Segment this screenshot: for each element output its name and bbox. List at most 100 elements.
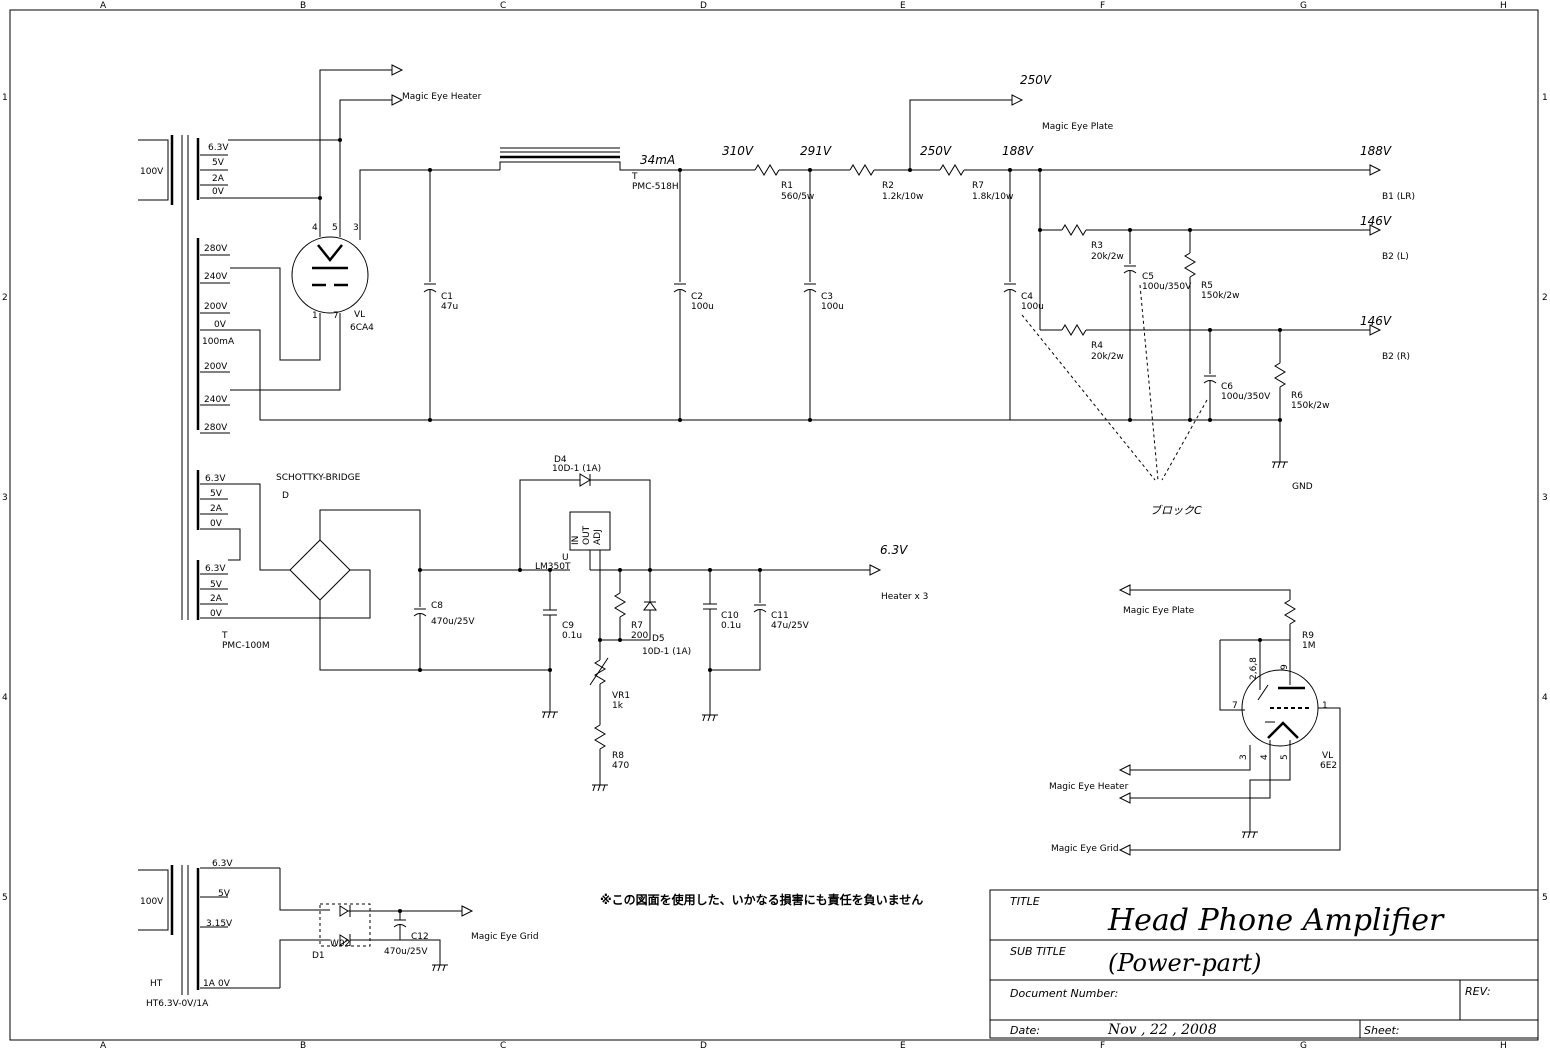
svg-text:240V: 240V: [204, 395, 228, 405]
voltage-146-r: 146V: [1360, 314, 1392, 328]
svg-text:B2 (R): B2 (R): [1382, 352, 1410, 362]
voltage-188-out: 188V: [1360, 144, 1392, 158]
svg-text:Document Number:: Document Number:: [1010, 987, 1118, 1000]
svg-text:C: C: [500, 1041, 506, 1050]
svg-text:5V: 5V: [212, 158, 225, 168]
svg-text:0V: 0V: [210, 519, 223, 529]
svg-text:H: H: [1500, 1, 1507, 11]
svg-text:2A: 2A: [210, 504, 223, 514]
svg-text:47u/25V: 47u/25V: [771, 621, 810, 631]
svg-text:C: C: [500, 1, 506, 11]
svg-text:4: 4: [312, 223, 318, 233]
svg-text:9: 9: [1280, 664, 1290, 670]
svg-text:6.3V: 6.3V: [208, 143, 229, 153]
svg-text:T: T: [631, 172, 638, 182]
subtitle-text: (Power-part): [1108, 949, 1261, 977]
svg-text:1: 1: [1322, 701, 1328, 711]
svg-text:3: 3: [353, 223, 359, 233]
magic-eye-6e2: 2,6,8 9 7 1 3 4 5: [1118, 584, 1341, 856]
voltage-250: 250V: [920, 144, 952, 158]
svg-text:2A: 2A: [210, 594, 223, 604]
svg-text:200V: 200V: [204, 302, 228, 312]
block-c-label: ブロックC: [1150, 504, 1202, 517]
svg-text:ADJ: ADJ: [593, 529, 603, 545]
svg-text:IN: IN: [571, 536, 581, 545]
svg-text:200V: 200V: [204, 362, 228, 372]
svg-text:HT6.3V-0V/1A: HT6.3V-0V/1A: [146, 999, 209, 1009]
svg-text:5: 5: [1280, 754, 1290, 760]
svg-text:1.2k/10w: 1.2k/10w: [882, 192, 923, 202]
svg-text:R8: R8: [612, 751, 624, 761]
svg-text:0V: 0V: [214, 320, 227, 330]
row-labels-left: 1 2 3 4 5: [2, 93, 8, 903]
choke-pmc518h: T PMC-518H 34mA: [499, 147, 740, 192]
svg-text:Sheet:: Sheet:: [1364, 1024, 1400, 1037]
drawing-frame: [9, 9, 1539, 1041]
svg-text:C6: C6: [1221, 382, 1233, 392]
heater-output-voltage: 6.3V: [880, 543, 908, 557]
svg-text:0.1u: 0.1u: [721, 621, 741, 631]
voltage-250-top: 250V: [1020, 73, 1052, 87]
svg-text:VR1: VR1: [612, 691, 630, 701]
svg-text:B: B: [300, 1041, 306, 1050]
svg-text:2: 2: [1542, 293, 1548, 303]
svg-text:D4: D4: [554, 455, 567, 465]
svg-text:1k: 1k: [612, 701, 624, 711]
svg-text:0V: 0V: [212, 187, 225, 197]
svg-text:7: 7: [333, 311, 339, 321]
svg-text:R1: R1: [781, 181, 793, 191]
svg-text:20k/2w: 20k/2w: [1091, 252, 1124, 262]
svg-text:Magic Eye Grid: Magic Eye Grid: [471, 932, 539, 942]
svg-text:F: F: [1100, 1, 1105, 11]
svg-text:PMC-518H: PMC-518H: [632, 182, 679, 192]
svg-text:0V: 0V: [210, 609, 223, 619]
svg-text:3: 3: [2, 493, 8, 503]
svg-text:200: 200: [631, 631, 648, 641]
svg-text:6.3V: 6.3V: [212, 859, 233, 869]
row-labels-right: 1 2 3 4 5: [1542, 93, 1548, 903]
svg-text:2: 2: [2, 293, 8, 303]
svg-text:470u/25V: 470u/25V: [384, 947, 428, 957]
svg-text:VL: VL: [354, 310, 365, 320]
svg-text:C11: C11: [771, 611, 789, 621]
svg-text:5V: 5V: [210, 489, 223, 499]
svg-text:560/5w: 560/5w: [781, 192, 814, 202]
svg-text:R7: R7: [631, 621, 643, 631]
svg-text:1: 1: [1542, 93, 1548, 103]
svg-text:R7: R7: [972, 181, 984, 191]
svg-text:Date:: Date:: [1010, 1024, 1040, 1037]
svg-text:Magic Eye Grid: Magic Eye Grid: [1051, 844, 1119, 854]
rectifier-tube-6ca4: 4 5 3 1 7 VL 6CA4: [291, 223, 374, 333]
date-text: Nov , 22 , 2008: [1107, 1022, 1217, 1038]
column-labels-bottom: A B C D E F G H: [100, 1041, 1507, 1050]
svg-text:7: 7: [1232, 701, 1238, 711]
svg-text:100V: 100V: [140, 167, 164, 177]
svg-text:4: 4: [2, 693, 8, 703]
title-text: Head Phone Amplifier: [1107, 903, 1445, 938]
svg-text:5V: 5V: [210, 580, 223, 590]
svg-text:D5: D5: [652, 634, 665, 644]
svg-text:H: H: [1500, 1041, 1507, 1050]
svg-text:470u/25V: 470u/25V: [431, 617, 475, 627]
svg-text:D1: D1: [312, 951, 325, 961]
svg-text:1.8k/10w: 1.8k/10w: [972, 192, 1013, 202]
svg-text:Heater x 3: Heater x 3: [881, 592, 928, 602]
svg-text:C9: C9: [562, 621, 574, 631]
svg-text:R4: R4: [1091, 341, 1103, 351]
disclaimer-text: ※この図面を使用した、いかなる損害にも責任を負いません: [600, 892, 923, 907]
svg-text:HT: HT: [150, 979, 163, 989]
svg-text:100mA: 100mA: [202, 337, 235, 347]
svg-text:B2 (L): B2 (L): [1382, 252, 1409, 262]
svg-text:Magic Eye Heater: Magic Eye Heater: [1049, 782, 1129, 792]
svg-text:SCHOTTKY-BRIDGE: SCHOTTKY-BRIDGE: [276, 473, 361, 483]
svg-text:R5: R5: [1201, 281, 1213, 291]
svg-text:100u/350V: 100u/350V: [1142, 282, 1192, 292]
svg-text:280V: 280V: [204, 423, 228, 433]
svg-text:2A: 2A: [212, 174, 225, 184]
svg-text:T: T: [221, 631, 228, 641]
svg-text:C5: C5: [1142, 272, 1154, 282]
filter-capacitors: [423, 170, 1017, 422]
svg-text:C1: C1: [441, 292, 453, 302]
svg-text:470: 470: [612, 761, 629, 771]
voltage-146-l: 146V: [1360, 214, 1392, 228]
